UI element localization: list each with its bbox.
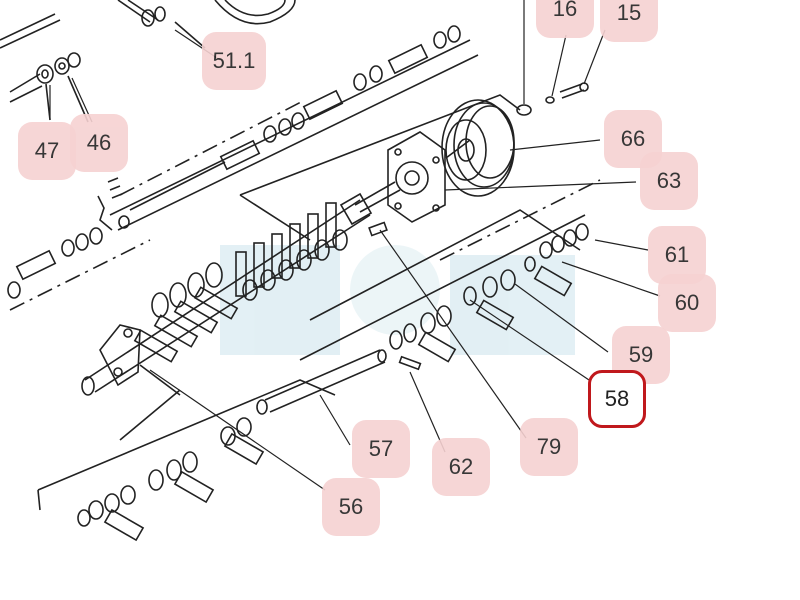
callout-66[interactable]: 66: [604, 110, 662, 168]
callout-63[interactable]: 63: [640, 152, 698, 210]
callout-label: 61: [664, 242, 690, 267]
callout-label: 16: [552, 0, 578, 21]
callout-label: 58: [604, 386, 630, 411]
callout-58-selected[interactable]: 58: [588, 370, 646, 428]
callout-label: 56: [338, 494, 364, 519]
callout-16[interactable]: 16: [536, 0, 594, 38]
callout-56[interactable]: 56: [322, 478, 380, 536]
key-part: [368, 221, 388, 237]
callout-label: 62: [448, 454, 474, 479]
callout-label: 15: [616, 0, 642, 25]
callout-62[interactable]: 62: [432, 438, 490, 496]
main-rotor: [81, 192, 373, 396]
pulley: [441, 99, 515, 197]
callout-label: 59: [628, 342, 654, 367]
lower-knife-shaft: [256, 223, 589, 415]
top-wheel: [214, 0, 296, 25]
upper-knife-shaft: [109, 25, 479, 231]
callout-15[interactable]: 15: [600, 0, 658, 42]
callout-label: 63: [656, 168, 682, 193]
callout-51-1[interactable]: 51.1: [202, 32, 266, 90]
callout-46[interactable]: 46: [70, 114, 128, 172]
lower-left-stack: [37, 379, 336, 542]
callout-79[interactable]: 79: [520, 418, 578, 476]
callout-label: 57: [368, 436, 394, 461]
bearing-housing: [354, 131, 446, 223]
top-left-shaft: [117, 0, 206, 49]
callout-60[interactable]: 60: [658, 274, 716, 332]
line-art: [0, 0, 661, 542]
callout-57[interactable]: 57: [352, 420, 410, 478]
watermark: [220, 245, 575, 355]
callout-47[interactable]: 47: [18, 122, 76, 180]
callout-label: 66: [620, 126, 646, 151]
callout-label: 46: [86, 130, 112, 155]
callout-label: 47: [34, 138, 60, 163]
callout-label: 79: [536, 434, 562, 459]
left-washer-stack: [0, 13, 89, 123]
left-mid-washers: [7, 177, 123, 299]
rotor-knives: [133, 202, 348, 363]
frame-line-top: [239, 94, 521, 196]
callout-label: 51.1: [212, 48, 256, 73]
callout-label: 60: [674, 290, 700, 315]
bolt-and-washers: [516, 82, 589, 116]
